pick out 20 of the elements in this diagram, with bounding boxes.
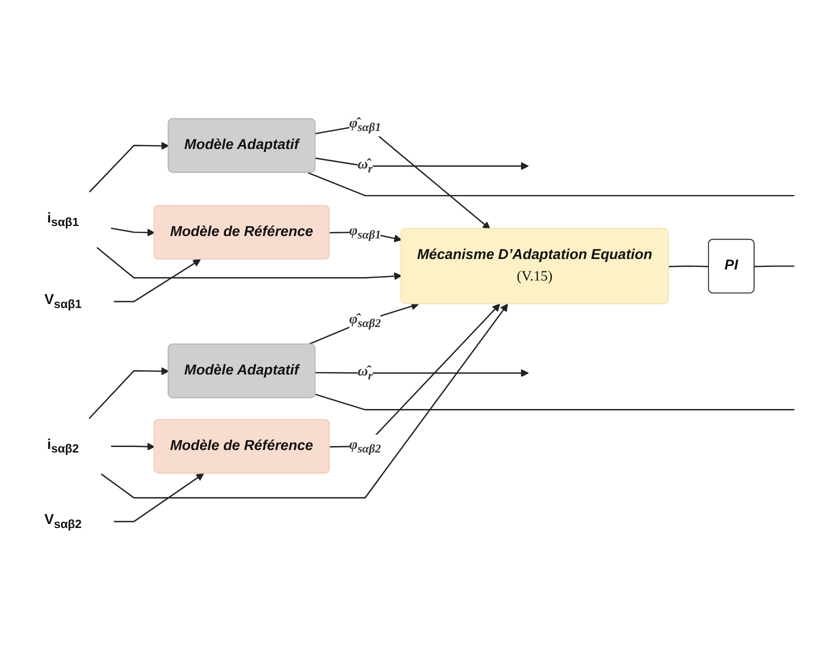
- arrow: [315, 157, 529, 170]
- node-text: i$_{sαβ2}$: [47, 437, 79, 456]
- node-text: V$_{sαβ1}$: [44, 292, 82, 310]
- arrow: [88, 367, 170, 419]
- node-text: i$_{sαβ1}$: [47, 210, 79, 229]
- arrow: [100, 304, 508, 498]
- arrow: [96, 246, 402, 280]
- arrow: [110, 227, 155, 236]
- edge-label: φ$_{sαβ1}$: [349, 223, 381, 242]
- arrow: [114, 473, 204, 522]
- arrow: [114, 258, 201, 302]
- edge-label: φ̂$_{sαβ2}$: [349, 312, 381, 330]
- edge-label: φ̂$_{sαβ1}$: [349, 116, 381, 134]
- edge-label: ω̂$_{r}$: [358, 364, 373, 382]
- edge-label: ω̂$_{r}$: [358, 156, 373, 175]
- arrow: [111, 442, 155, 450]
- arrow: [89, 142, 170, 192]
- arrow: [315, 368, 529, 377]
- edge-label: φ$_{sαβ2}$: [349, 437, 381, 456]
- node-text: V$_{sαβ2}$: [44, 512, 82, 530]
